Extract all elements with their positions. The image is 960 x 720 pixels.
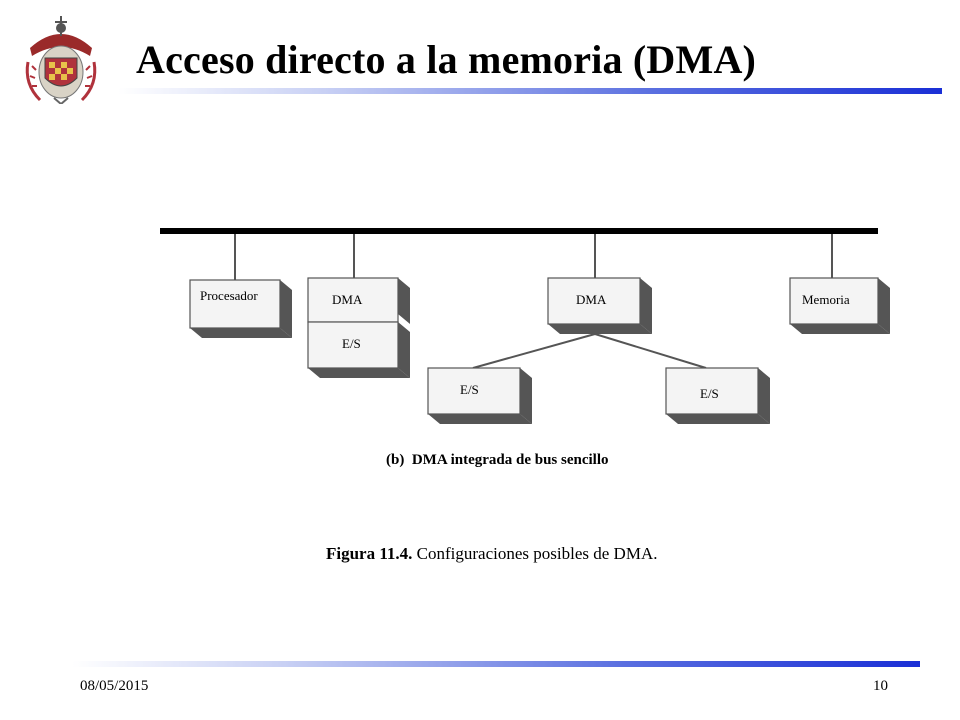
- footer-date: 08/05/2015: [80, 678, 149, 694]
- link-dma2-es2: [472, 333, 596, 369]
- box-memoria: Memoria: [789, 277, 890, 334]
- box-procesador: Procesador: [189, 279, 292, 338]
- box-es-1: E/S: [307, 321, 410, 378]
- slide-title: Acceso directo a la memoria (DMA): [136, 37, 757, 82]
- page-number: 10: [873, 678, 888, 694]
- label-memoria: Memoria: [802, 292, 850, 307]
- box-es-2: E/S: [427, 367, 532, 424]
- label-es-2: E/S: [460, 382, 479, 397]
- system-bus: [160, 228, 878, 234]
- figure-caption-text: Configuraciones posibles de DMA.: [416, 544, 658, 563]
- label-dma-1: DMA: [332, 292, 363, 307]
- diagram-subcaption: (b) DMA integrada de bus sencillo: [386, 452, 609, 468]
- figure-number: Figura 11.4.: [326, 544, 413, 563]
- university-crest-logo: [25, 16, 97, 104]
- box-es-3: E/S: [665, 367, 770, 424]
- label-es-1: E/S: [342, 336, 361, 351]
- footer-bar: [72, 661, 920, 667]
- link-dma2-es3: [594, 333, 707, 369]
- box-dma-2: DMA: [547, 277, 652, 334]
- box-dma-1: DMA: [307, 277, 410, 324]
- figure-caption: Figura 11.4. Configuraciones posibles de…: [326, 544, 657, 564]
- title-underline-bar: [118, 88, 942, 94]
- label-dma-2: DMA: [576, 292, 607, 307]
- dma-bus-diagram: Procesador DMA E/S DMA E/S E/S: [160, 228, 890, 468]
- label-procesador: Procesador: [200, 288, 258, 303]
- label-es-3: E/S: [700, 386, 719, 401]
